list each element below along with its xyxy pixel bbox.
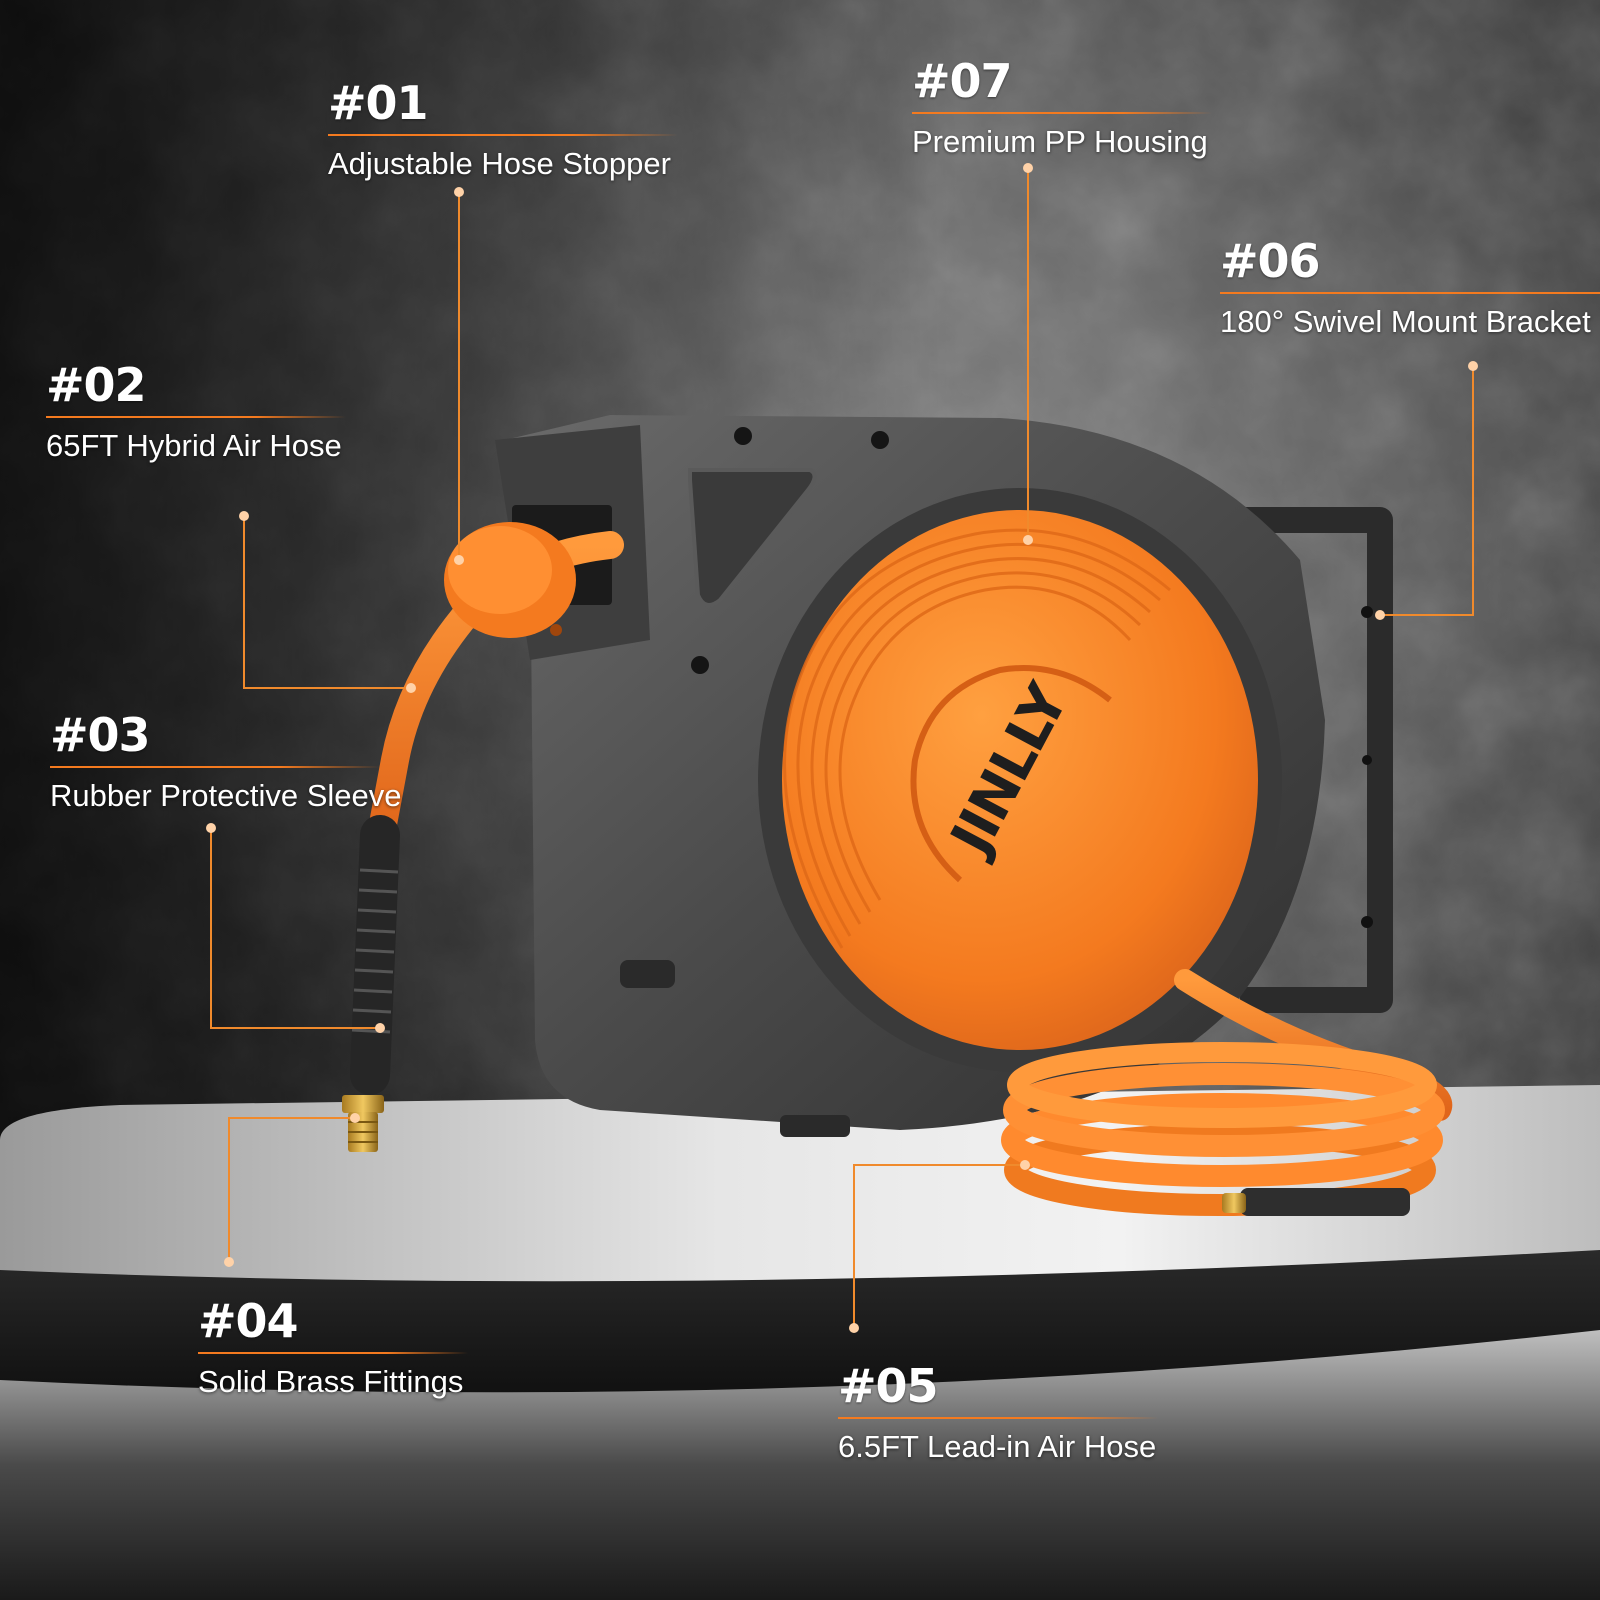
callout-rule	[1220, 292, 1600, 294]
mount-bracket	[1240, 507, 1393, 1013]
callout-04: #04 Solid Brass Fittings	[198, 1298, 468, 1400]
callout-rule	[838, 1417, 1158, 1419]
callout-label: 6.5FT Lead-in Air Hose	[838, 1429, 1157, 1464]
callout-03: #03 Rubber Protective Sleeve	[50, 708, 402, 814]
callout-label: Adjustable Hose Stopper	[328, 146, 671, 181]
callout-rule	[198, 1352, 468, 1354]
protective-sleeve	[350, 815, 400, 1095]
callout-rule	[912, 112, 1212, 114]
callout-number: #06	[1220, 238, 1321, 288]
callout-label: 180° Swivel Mount Bracket	[1220, 304, 1591, 339]
callout-number: #02	[46, 358, 147, 412]
callout-number: #05	[838, 1359, 939, 1413]
drum-cover	[782, 510, 1258, 1050]
callout-number: #01	[328, 76, 429, 130]
callout-label: Premium PP Housing	[912, 124, 1208, 159]
callout-07: #07 Premium PP Housing	[912, 58, 1232, 160]
callout-number: #03	[50, 708, 151, 762]
callout-rule	[328, 134, 678, 136]
leader-lines	[210, 168, 1474, 1328]
callout-number: #04	[198, 1294, 299, 1348]
brass-fitting	[342, 1095, 384, 1152]
callout-01: #01 Adjustable Hose Stopper	[328, 80, 678, 182]
callout-02: #02 65FT Hybrid Air Hose	[46, 362, 346, 464]
callout-label: Rubber Protective Sleeve	[50, 778, 402, 813]
callout-rule	[50, 766, 380, 768]
callout-05: #05 6.5FT Lead-in Air Hose	[838, 1363, 1158, 1465]
callout-label: 65FT Hybrid Air Hose	[46, 428, 342, 463]
leader-dots	[206, 163, 1478, 1333]
callout-label: Solid Brass Fittings	[198, 1364, 464, 1399]
air-hose	[342, 522, 624, 1152]
callout-rule	[46, 416, 346, 418]
callout-number: #07	[912, 54, 1013, 108]
callout-06: #06 180° Swivel Mount Bracket	[1220, 238, 1600, 340]
lead-in-hose	[1001, 969, 1453, 1216]
hose-stopper	[444, 522, 576, 638]
